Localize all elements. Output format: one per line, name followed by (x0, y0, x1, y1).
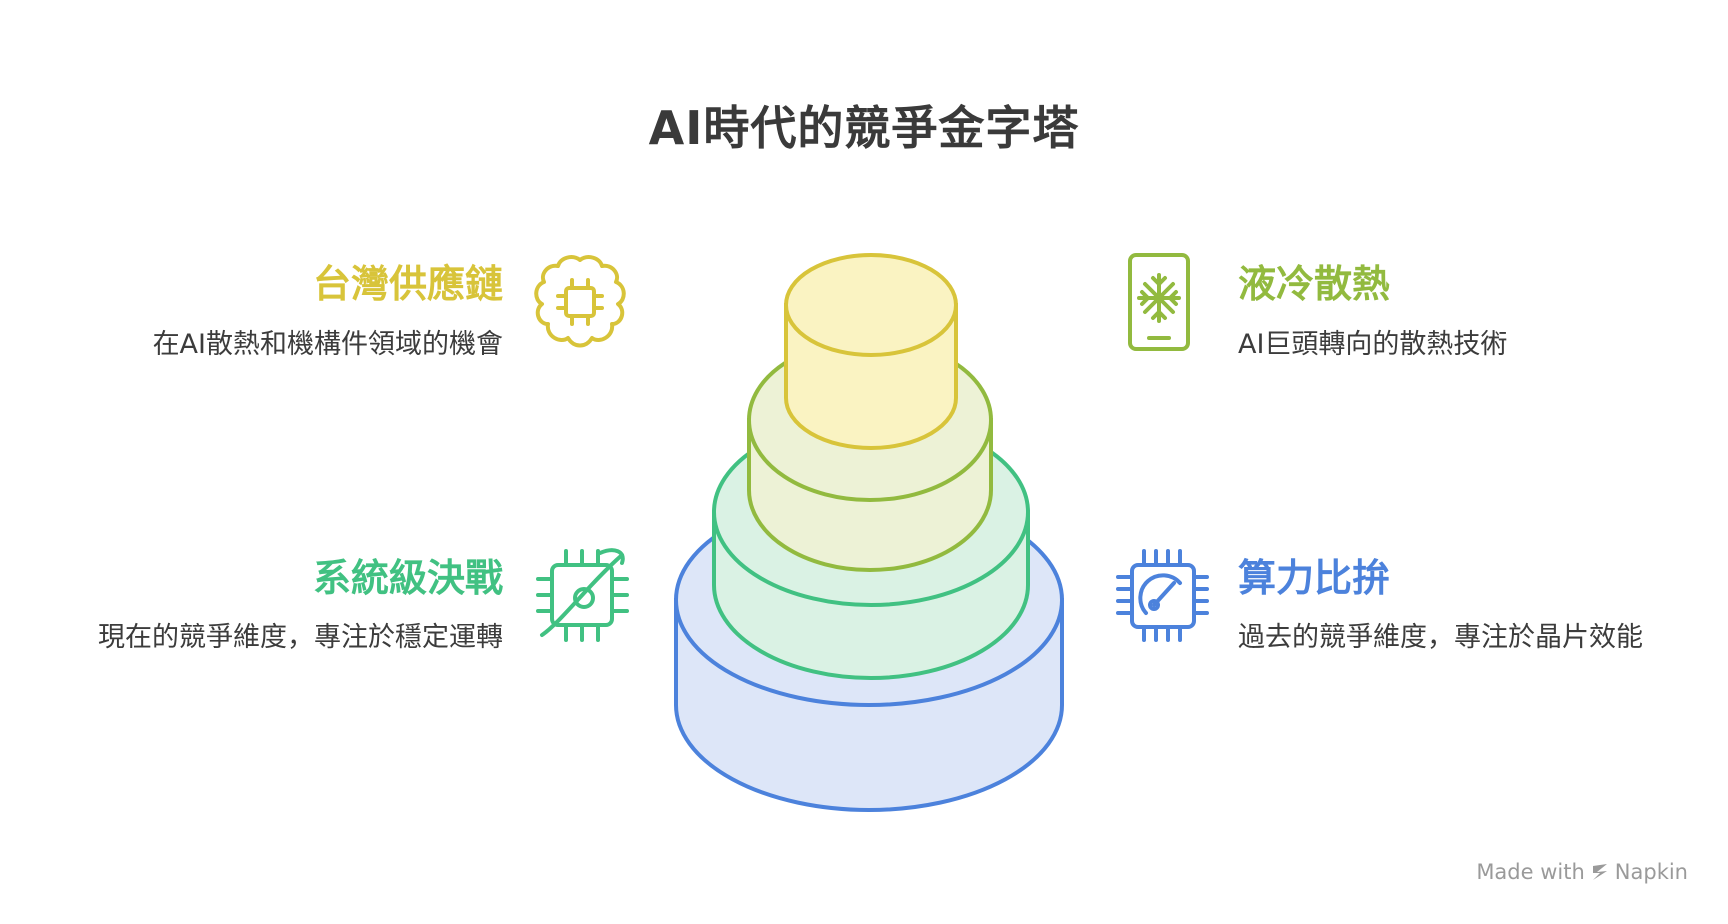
supply-chain-desc: 在AI散熱和機構件領域的機會 (152, 329, 503, 360)
compute-title: 算力比拚 (1238, 556, 1391, 600)
napkin-watermark: Made with Napkin (1476, 860, 1688, 884)
liquid-cooling-desc: AI巨頭轉向的散熱技術 (1238, 329, 1508, 360)
system-war-desc: 現在的競爭維度，專注於穩定運轉 (98, 622, 503, 653)
page-title: AI時代的競爭金字塔 (648, 101, 1080, 155)
tier-supply (784, 253, 958, 450)
liquid-cooling-title: 液冷散熱 (1238, 262, 1391, 306)
chip-orbit-icon (536, 548, 629, 642)
phone-snowflake-icon (1128, 253, 1190, 351)
napkin-logo-icon (1592, 864, 1607, 880)
chip-gauge-icon (1116, 549, 1209, 642)
made-with-label: Made with (1476, 860, 1585, 884)
system-war-title: 系統級決戰 (312, 556, 503, 600)
napkin-brand-label: Napkin (1614, 860, 1688, 884)
supply-chain-title: 台灣供應鏈 (312, 262, 503, 306)
brain-chip-icon (534, 255, 626, 348)
compute-desc: 過去的競爭維度，專注於晶片效能 (1238, 622, 1643, 653)
